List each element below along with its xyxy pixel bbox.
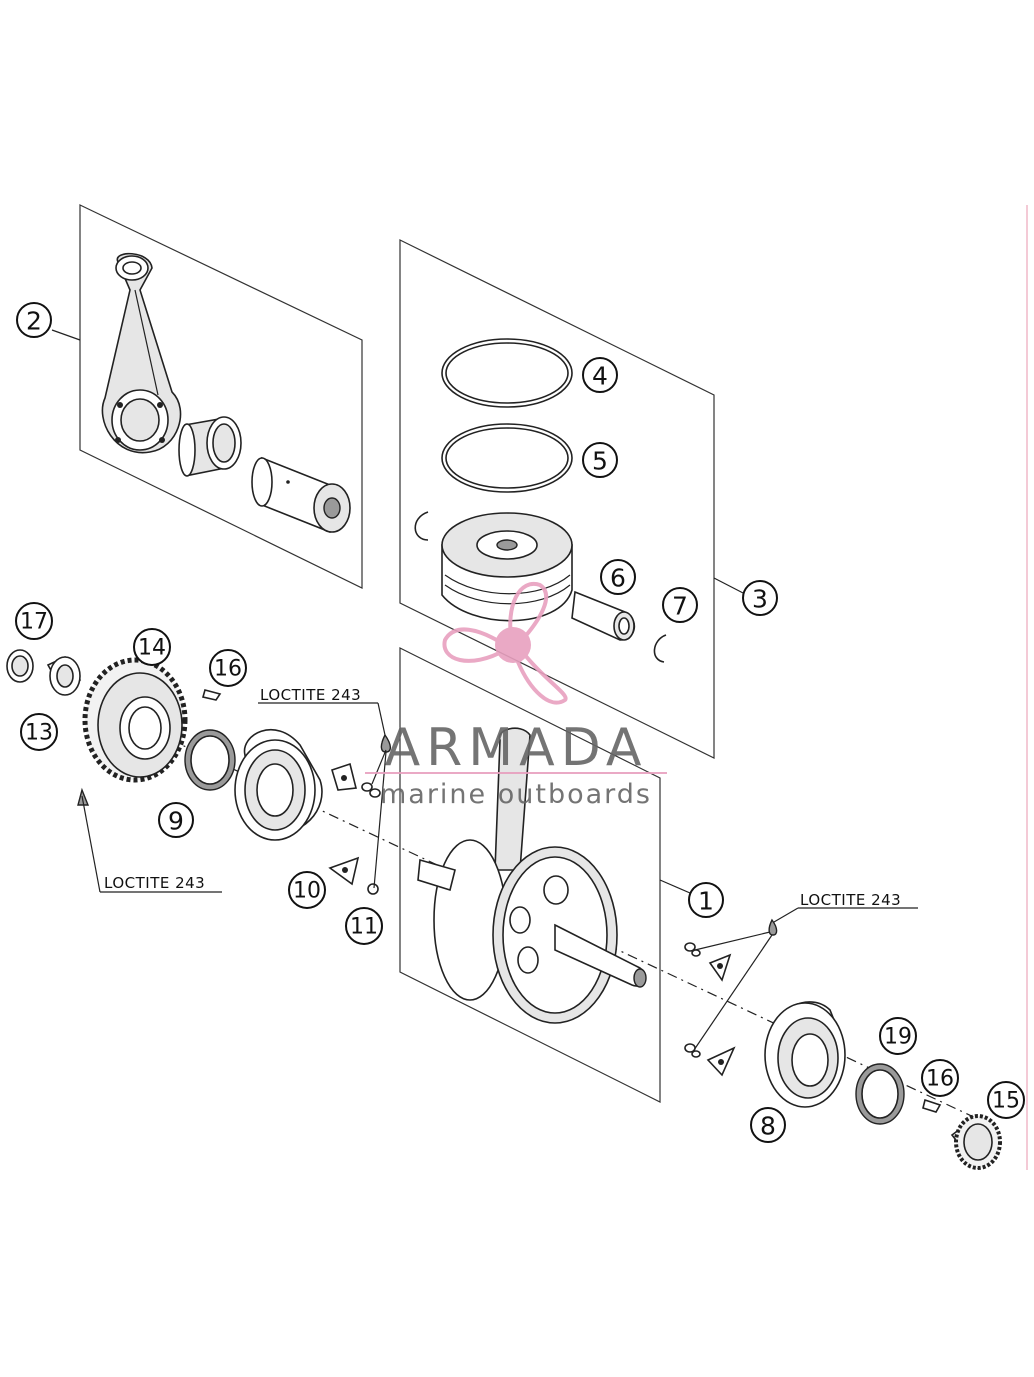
- callout-7-label: 7: [672, 592, 688, 621]
- piston-pin: [571, 590, 636, 641]
- oil-seal-9: [184, 729, 236, 791]
- callout-10-label: 10: [293, 879, 321, 904]
- callout-19: 19: [879, 1017, 917, 1055]
- loctite-drop-right: [768, 918, 778, 936]
- loctite-label-left: LOCTITE 243: [104, 874, 205, 892]
- callout-11-label: 11: [350, 915, 378, 940]
- callout-16-right: 16: [921, 1059, 959, 1097]
- callout-15-label: 15: [992, 1089, 1020, 1114]
- screw-right-lower: [684, 1043, 701, 1058]
- circlip-right: [653, 634, 667, 663]
- oil-seal-19: [855, 1063, 905, 1125]
- oil-seal-17: [6, 649, 34, 683]
- callout-5: 5: [582, 442, 618, 478]
- callout-6: 6: [600, 559, 636, 595]
- watermark-brand: ARMADA: [385, 718, 648, 778]
- callout-9-label: 9: [168, 807, 184, 836]
- callout-14: 14: [133, 628, 171, 666]
- callout-1-label: 1: [698, 887, 714, 916]
- callout-4: 4: [582, 357, 618, 393]
- piston-ring-second: [441, 423, 573, 493]
- callout-5-label: 5: [592, 447, 608, 476]
- armada-watermark: ARMADA marine outboards: [365, 581, 667, 810]
- connecting-rod: [101, 252, 182, 454]
- callout-8-label: 8: [760, 1112, 776, 1141]
- loctite-label-top: LOCTITE 243: [260, 686, 361, 704]
- callout-2: 2: [16, 302, 52, 338]
- woodruff-key-16-right: [922, 1098, 942, 1113]
- piston-pin-large: [251, 456, 351, 533]
- callout-16-left: 16: [209, 649, 247, 687]
- piston: [441, 512, 573, 622]
- crankshaft: [417, 727, 647, 1024]
- propeller-logo-icon: [442, 581, 568, 705]
- callout-2-label: 2: [26, 307, 42, 336]
- callout-13: 13: [20, 713, 58, 751]
- loctite-label-right: LOCTITE 243: [800, 891, 901, 909]
- conrod-group: [79, 204, 363, 589]
- spacer-13: [46, 655, 82, 696]
- piston-ring-top: [441, 338, 573, 408]
- callout-1: 1: [688, 882, 724, 918]
- callout-3: 3: [742, 580, 778, 616]
- screw-left-upper: [361, 782, 381, 798]
- callout-9: 9: [158, 802, 194, 838]
- woodruff-key-16-left: [201, 689, 222, 701]
- callout-16-left-label: 16: [214, 657, 242, 682]
- bearing-left: [234, 729, 323, 841]
- gear-15: [950, 1114, 1002, 1170]
- screw-right-upper: [684, 942, 701, 957]
- callout-19-label: 19: [884, 1025, 912, 1050]
- crankshaft-group: [149, 647, 981, 1121]
- watermark-tagline: marine outboards: [380, 779, 652, 810]
- callout-17: 17: [15, 602, 53, 640]
- callout-6-label: 6: [610, 564, 626, 593]
- gear-14: [82, 657, 188, 783]
- bearing-retainer-right-upper: [708, 953, 732, 982]
- bearing-8: [764, 1001, 846, 1108]
- callout-4-label: 4: [592, 362, 608, 391]
- callout-14-label: 14: [138, 636, 166, 661]
- callout-15: 15: [987, 1081, 1025, 1119]
- bearing-retainer-left-upper: [331, 762, 357, 791]
- bearing-retainer-left-lower: [328, 856, 360, 886]
- callout-13-label: 13: [25, 721, 53, 746]
- callout-7: 7: [662, 587, 698, 623]
- callout-8: 8: [750, 1107, 786, 1143]
- woodruff-key-13: [77, 787, 90, 806]
- screw-left-lower: [367, 883, 379, 895]
- callout-17-label: 17: [20, 610, 48, 635]
- callout-11: 11: [345, 907, 383, 945]
- bearing-retainer-right-lower: [706, 1046, 736, 1077]
- circlip-left: [414, 511, 429, 541]
- callout-16-right-label: 16: [926, 1067, 954, 1092]
- callout-10: 10: [288, 871, 326, 909]
- piston-group: [399, 239, 715, 759]
- leader-lines: [51, 329, 918, 923]
- bearing-bush: [178, 416, 242, 477]
- callout-3-label: 3: [752, 585, 768, 614]
